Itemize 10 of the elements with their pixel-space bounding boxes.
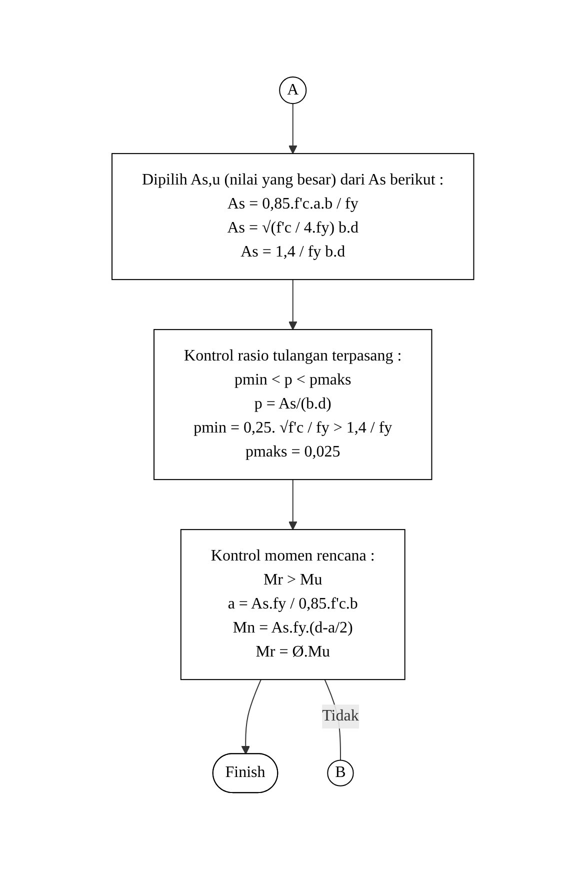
node-box: Dipilih As,u (nilai yang besar) dari As berikut : As = 0,85.f'c.a.b / fy As = √(f'c / 4.fy) b.d As = 1,4 / fy b.d [111,153,474,280]
arrow [288,279,297,330]
node-box: Kontrol rasio tulangan terpasang : pmin < p < pmaks p = As/(b.d) pmin = 0,25. √f'c / fy > 1,4 / fy pmaks = 0,025 [153,329,432,480]
arrow [288,103,297,154]
node-circle: B [326,760,354,787]
node-box: Kontrol momen rencana : Mr > Mu a = As.fy / 0,85.f'c.b Mn = As.fy.(d-a/2) Mr = Ø.Mu [180,529,405,680]
edge-label: Tidak [322,708,358,725]
node-circle: A [278,76,306,104]
arrow [240,679,262,755]
arrow [288,479,297,530]
